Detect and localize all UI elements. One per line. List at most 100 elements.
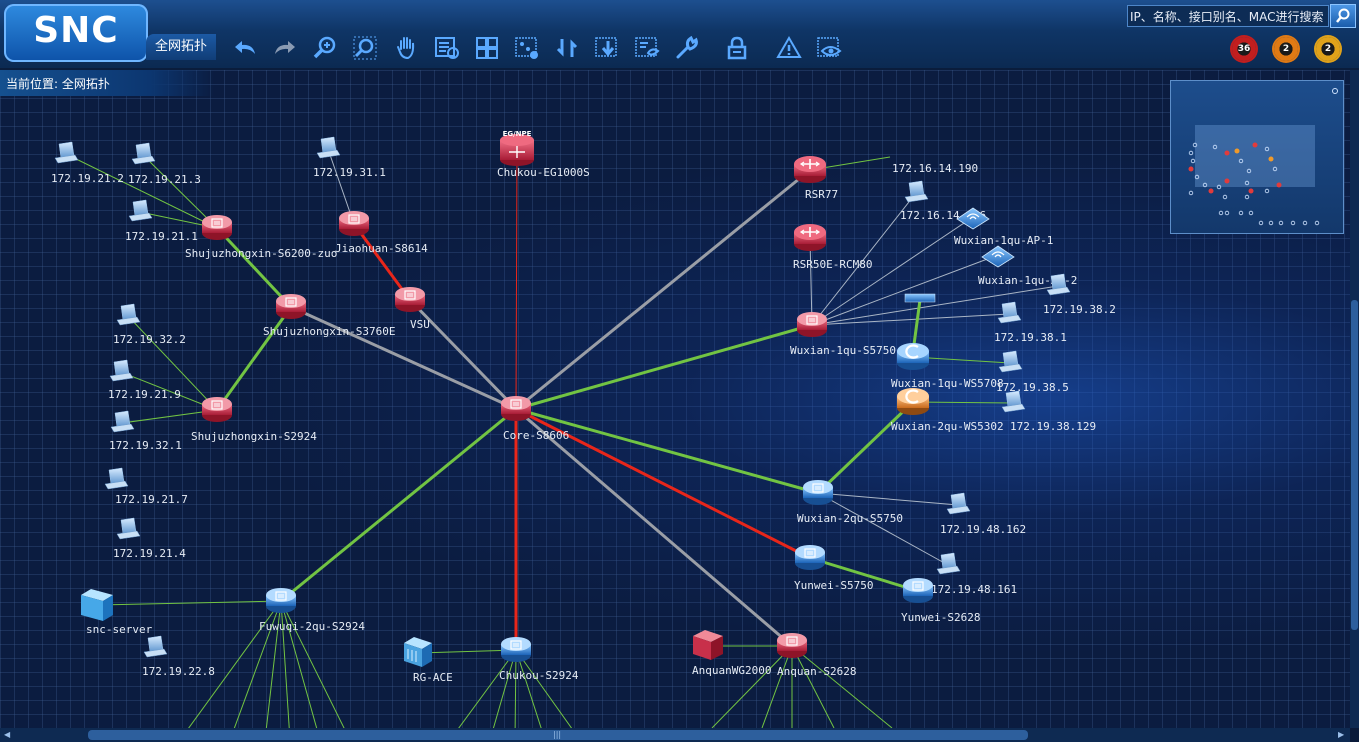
link-sw-wx1-s5750-ap-1[interactable] [811,216,974,326]
link-sw-core-sw-fuwuqi[interactable] [280,407,517,603]
link-sw-core-rt-rsr77[interactable] [515,168,811,411]
link-dev-rg-ace-sw-chukou-s2924[interactable] [417,649,517,654]
topology-link[interactable] [280,600,320,728]
node-pc-48-161[interactable]: 172.19.48.161 [931,552,1017,596]
search-input[interactable] [1128,8,1328,26]
small-switch-icon[interactable] [904,293,936,303]
link-pc-21-9-sw-s2924[interactable] [120,371,218,411]
link-pc-21-2-sw-s6200[interactable] [65,153,218,229]
link-sw-core-sw-yunwei-s5750[interactable] [515,407,811,560]
alarm-critical-badge[interactable]: 36 [1232,37,1256,61]
node-pc-21-9[interactable]: 172.19.21.9 [108,359,181,401]
node-sw-s3760[interactable]: Shujuzhongxin-S3760E [263,294,395,338]
add-device-button[interactable] [512,34,542,62]
node-sw-yunwei-s5750[interactable]: Yunwei-S5750 [794,545,873,592]
alarm-minor-badge[interactable]: 2 [1316,37,1340,61]
zoom-in-button[interactable] [310,34,340,62]
node-sw-fuwuqi[interactable]: Fuwuqi-2qu-S2924 [259,588,365,633]
link-sw-core-sw-anquan[interactable] [515,407,793,648]
export-button[interactable] [632,34,662,62]
link-sw-wx1-s5750-rt-rsr50e[interactable] [809,237,813,326]
zoom-fit-button[interactable] [350,34,380,62]
node-pc-21-3[interactable]: 172.19.21.3 [128,142,201,186]
node-fw-anquan[interactable]: AnquanWG2000 [692,630,771,677]
node-pc-32-2[interactable]: 172.19.32.2 [113,303,186,346]
node-pc-21-1[interactable]: 172.19.21.1 [125,199,198,243]
list-view-button[interactable] [432,34,462,62]
link-sw-wx2-s5750-pc-48-162[interactable] [817,492,959,506]
minimap[interactable] [1170,80,1344,234]
link-pc-21-3-sw-s6200[interactable] [142,154,218,229]
node-pc-21-2[interactable]: 172.19.21.2 [51,141,124,185]
pan-button[interactable] [392,34,422,62]
link-sw-wx1-s5750-pc-38-2[interactable] [811,285,1059,326]
node-pc-38-1[interactable]: 172.19.38.1 [994,301,1067,344]
node-sw-yunwei-s2628[interactable]: Yunwei-S2628 [901,578,980,624]
grid-layout-button[interactable] [472,34,502,62]
topology-link[interactable] [711,645,793,728]
topology-link[interactable] [791,645,835,728]
node-sw-jiaohuan[interactable]: Jiaohuan-S8614 [335,211,428,255]
topology-link[interactable] [280,600,290,728]
node-pc-31-1[interactable]: 172.19.31.1 [313,136,386,179]
alarm-major-badge[interactable]: 2 [1274,37,1298,61]
link-sw-yunwei-s5750-sw-yunwei-s2628[interactable] [809,556,919,593]
link-sw-wx1-s5750-ap-2[interactable] [811,254,999,326]
link-sw-s3760-sw-core[interactable] [290,305,517,411]
node-pc-22-8[interactable]: 172.19.22.8 [142,635,215,678]
node-sw-s6200[interactable]: Shujuzhongxin-S6200-zuo [185,215,337,260]
topology-link[interactable] [514,649,517,728]
node-pc-38-129[interactable]: 172.19.38.129 [1001,390,1096,433]
link-sw-vsu-sw-core[interactable] [408,298,518,411]
warning-button[interactable] [774,34,804,62]
topology-link[interactable] [490,649,517,728]
node-pc-21-7[interactable]: 172.19.21.7 [104,467,188,506]
scroll-left-arrow[interactable]: ◀ [4,730,11,739]
link-sw-wx2-s5750-ac-ws5302[interactable] [816,400,915,495]
node-rt-rsr50e[interactable]: RSR50E-RCM80 [793,224,872,271]
link-ac-ws5302-pc-38-129[interactable] [912,401,1014,404]
node-sw-core[interactable]: Core-S8606 [501,396,569,442]
topology-link[interactable] [515,649,580,728]
node-pc-38-2[interactable]: 172.19.38.2 [1043,273,1116,316]
link-sw-wx2-s5750-pc-48-161[interactable] [817,492,949,566]
horizontal-scrollbar[interactable]: ◀ ||| ▶ [0,728,1350,742]
link-rt-chukou-eg-sw-core[interactable] [515,149,518,410]
topology-link[interactable] [515,649,545,728]
topology-link[interactable] [761,645,793,728]
node-ap-1[interactable]: Wuxian-1qu-AP-1 [954,207,1053,247]
vertical-scroll-thumb[interactable] [1351,300,1358,630]
topology-link[interactable] [791,645,893,728]
vertical-scrollbar[interactable] [1350,70,1359,728]
view-button[interactable] [814,34,844,62]
node-pc-14-190[interactable]: 172.16.14.190 [892,162,978,175]
node-pc-38-5[interactable]: 172.19.38.5 [996,350,1069,394]
link-pc-32-2-sw-s2924[interactable] [127,315,218,411]
link-sw-jiaohuan-sw-vsu[interactable] [352,223,412,301]
node-sw-s2924[interactable]: Shujuzhongxin-S2924 [191,397,317,443]
link-sw-wx1-s5750-pc-38-1[interactable] [811,313,1010,326]
topology-link[interactable] [180,600,282,728]
link-sw-wx1-s5750-pc-14-186[interactable] [811,192,917,326]
node-pc-48-162[interactable]: 172.19.48.162 [940,492,1026,536]
node-dev-rg-ace[interactable]: RG-ACE [404,637,453,684]
topology-link[interactable] [280,600,350,728]
node-pc-21-4[interactable]: 172.19.21.4 [113,517,186,560]
search-button[interactable] [1330,4,1356,28]
link-sw-core-sw-wx2-s5750[interactable] [515,407,819,495]
refresh-button[interactable] [552,34,582,62]
node-ac-ws5708[interactable]: Wuxian-1qu-WS5708 [891,343,1004,390]
node-sw-wx2-s5750[interactable]: Wuxian-2qu-S5750 [797,480,903,525]
link-sw-s3760-sw-s2924[interactable] [215,306,293,411]
link-ac-ws5708-pc-38-5[interactable] [912,356,1011,364]
horizontal-scroll-thumb[interactable]: ||| [88,730,1028,740]
settings-button[interactable] [672,34,702,62]
node-ac-ws5302[interactable]: Wuxian-2qu-WS5302 [891,388,1004,433]
node-rt-rsr77[interactable]: RSR77 [794,156,838,201]
link-sw-core-sw-wx1-s5750[interactable] [515,323,813,411]
node-pc-32-1[interactable]: 172.19.32.1 [109,410,182,452]
node-srv-snc[interactable]: snc-server [81,589,153,636]
